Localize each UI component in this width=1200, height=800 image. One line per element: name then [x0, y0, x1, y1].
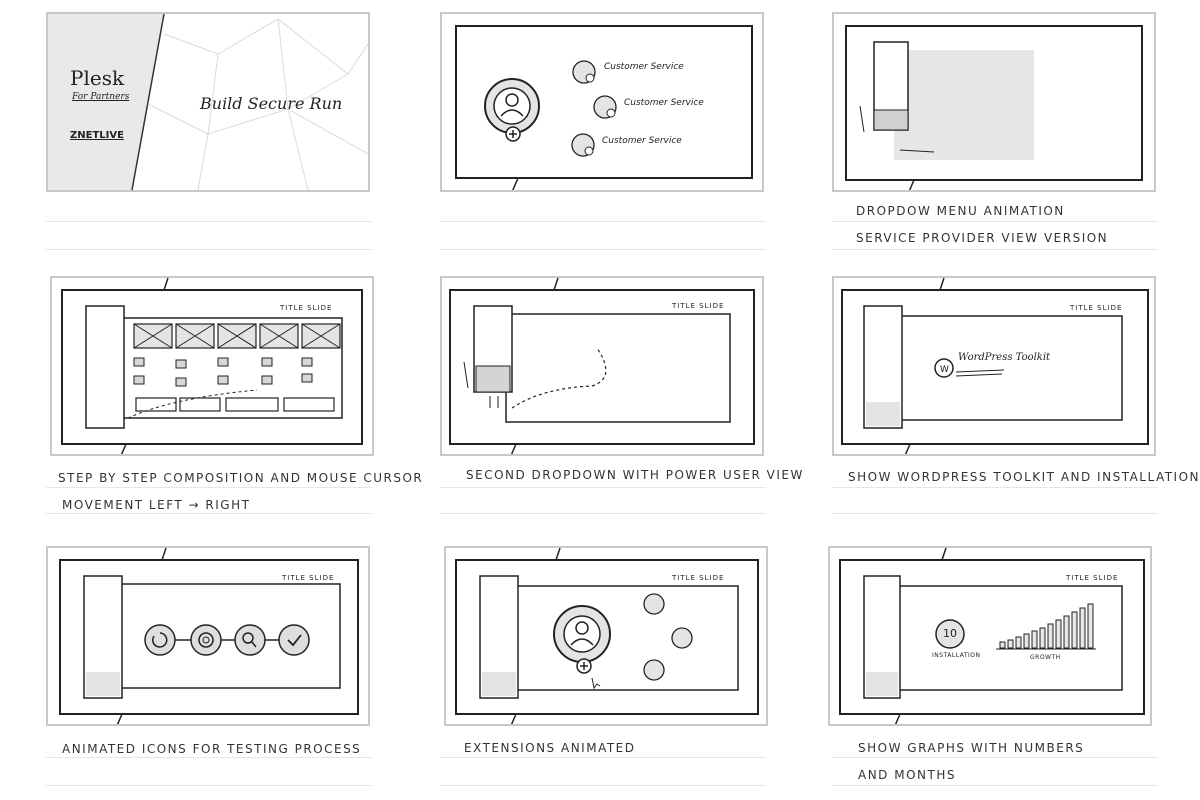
- panel-9-caption-line: [832, 785, 1158, 786]
- wordpress-toolkit-label: WordPress Toolkit: [958, 352, 1051, 363]
- panel-1-caption-line: [46, 221, 372, 222]
- service-label-1: Customer Service: [604, 62, 684, 72]
- storyboard-panel-3: [832, 12, 1156, 195]
- growth-label: GROWTH: [1030, 654, 1061, 661]
- plesk-logo: Plesk: [70, 66, 125, 90]
- storyboard-panel-6: W TITLE SLIDE WordPress Toolkit: [832, 276, 1156, 459]
- panel-2-caption-line: [440, 221, 766, 222]
- panel-6-caption-line: [832, 487, 1158, 488]
- gear-icon: [198, 632, 214, 648]
- panel-5-sketch: [449, 277, 755, 459]
- panel-2-caption-line: [440, 249, 766, 250]
- panel-8-caption-line: [440, 785, 766, 786]
- installation-label: INSTALLATION: [932, 652, 981, 659]
- tagline: Build Secure Run: [200, 94, 343, 113]
- panel-4-caption-line: [46, 513, 372, 514]
- mouse-cursor-icon: [591, 677, 601, 690]
- plesk-logo-subtitle: For Partners: [72, 92, 130, 102]
- panel-5-caption-line: [440, 513, 766, 514]
- panel-4-title: TITLE SLIDE: [280, 304, 333, 312]
- panel-8-title: TITLE SLIDE: [672, 574, 725, 582]
- znetlive-brand: ZNETLIVE: [70, 130, 124, 141]
- panel-6-caption-1: SHOW WORDPRESS TOOLKIT AND INSTALLATION: [848, 470, 1200, 484]
- check-icon: [287, 634, 302, 647]
- user-circle-icon: [553, 605, 611, 663]
- panel-6-title: TITLE SLIDE: [1070, 304, 1123, 312]
- panel-3-caption-line: [832, 221, 1158, 222]
- panel-7-caption-1: ANIMATED ICONS FOR TESTING PROCESS: [62, 742, 362, 756]
- panel-1-caption-line: [46, 249, 372, 250]
- panel-5-caption-line: [440, 487, 766, 488]
- panel-8-caption-line: [440, 757, 766, 758]
- storyboard-panel-2: Customer Service Customer Service Custom…: [440, 12, 764, 193]
- storyboard-panel-5: TITLE SLIDE: [440, 276, 764, 459]
- panel-4-caption-2: MOVEMENT LEFT → RIGHT: [62, 498, 251, 512]
- panel-6-sketch: W: [841, 277, 1149, 459]
- storyboard-panel-1: Plesk For Partners ZNETLIVE Build Secure…: [46, 12, 370, 192]
- panel-5-title: TITLE SLIDE: [672, 302, 725, 310]
- wordpress-icon: W: [934, 358, 954, 378]
- panel-3-caption-1: DROPDOW MENU ANIMATION: [856, 204, 1065, 218]
- svg-text:W: W: [940, 365, 949, 375]
- growth-chart: [999, 603, 1094, 649]
- panel-9-caption-2: AND MONTHS: [858, 768, 956, 782]
- panel-9-title: TITLE SLIDE: [1066, 574, 1119, 582]
- storyboard-panel-7: TITLE SLIDE: [46, 546, 370, 729]
- panel-8-sketch: [455, 547, 759, 729]
- search-icon: [242, 632, 257, 648]
- puzzle-icon: [643, 593, 693, 681]
- panel-1-sketch: [48, 13, 369, 191]
- service-label-3: Customer Service: [602, 136, 682, 146]
- panel-6-caption-line: [832, 513, 1158, 514]
- panel-7-caption-line: [46, 757, 372, 758]
- plus-icon: [505, 126, 521, 142]
- storyboard-panel-4: TITLE SLIDE: [50, 276, 374, 459]
- panel-4-sketch: [61, 277, 363, 459]
- panel-4-caption-line: [46, 487, 372, 488]
- panel-9-sketch: [839, 547, 1145, 729]
- panel-3-caption-2: SERVICE PROVIDER VIEW VERSION: [856, 231, 1109, 245]
- panel-5-caption-1: SECOND DROPDOWN WITH POWER USER VIEW: [466, 468, 804, 482]
- panel-3-caption-line: [832, 249, 1158, 250]
- plus-icon: [576, 658, 592, 674]
- panel-7-sketch: [59, 547, 359, 729]
- panel-9-caption-line: [832, 757, 1158, 758]
- storyboard-panel-8: TITLE SLIDE: [444, 546, 768, 729]
- service-label-2: Customer Service: [624, 98, 704, 108]
- panel-2-sketch: [455, 25, 753, 193]
- refresh-icon: [152, 632, 168, 648]
- panel-4-caption-1: STEP BY STEP COMPOSITION AND MOUSE CURSO…: [58, 471, 424, 485]
- panel-8-caption-1: EXTENSIONS ANIMATED: [464, 741, 636, 755]
- storyboard-panel-9: TITLE SLIDE 10 INSTALLATION GROWTH: [828, 546, 1152, 729]
- user-circle-icon: [484, 78, 540, 134]
- panel-3-sketch: [845, 25, 1143, 195]
- panel-9-caption-1: SHOW GRAPHS WITH NUMBERS: [858, 741, 1085, 755]
- panel-7-title: TITLE SLIDE: [282, 574, 335, 582]
- installation-counter: 10: [943, 627, 957, 640]
- panel-7-caption-line: [46, 785, 372, 786]
